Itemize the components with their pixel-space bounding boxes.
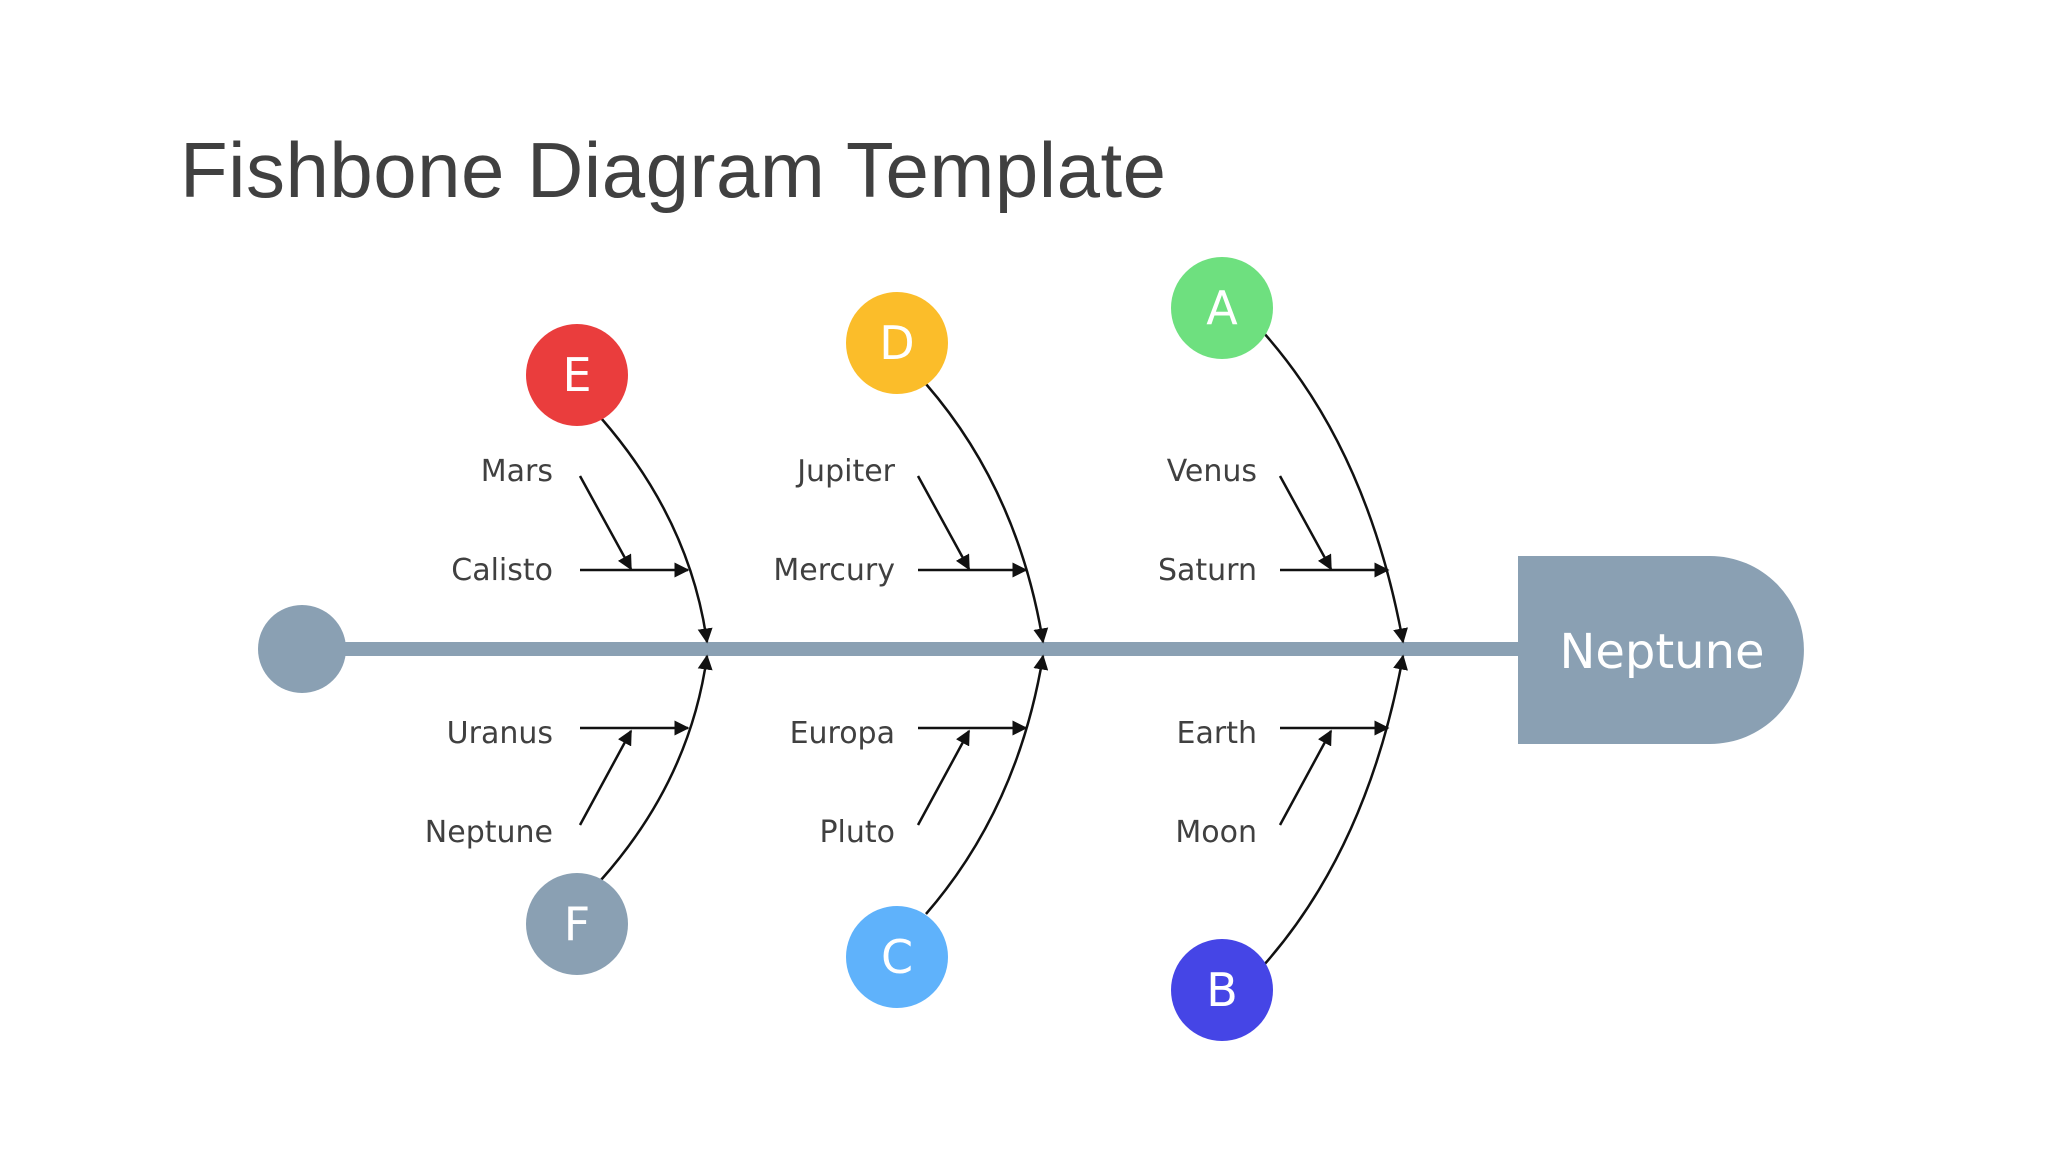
cause-label-pluto: Pluto bbox=[819, 815, 895, 850]
node-e-circle[interactable] bbox=[526, 324, 628, 426]
node-b-letter: B bbox=[1206, 963, 1238, 1017]
node-a[interactable]: A bbox=[1171, 257, 1273, 359]
cause-label-saturn: Saturn bbox=[1158, 553, 1257, 588]
node-c-circle[interactable] bbox=[846, 906, 948, 1008]
cause-arrow-mars bbox=[578, 475, 633, 571]
cause-label-jupiter: Jupiter bbox=[795, 454, 895, 489]
cause-arrow-pluto bbox=[916, 729, 971, 826]
bone-a bbox=[1262, 331, 1408, 644]
spine-line bbox=[300, 642, 1530, 656]
cause-arrow-neptune bbox=[578, 729, 633, 826]
cause-label-moon: Moon bbox=[1175, 815, 1257, 850]
node-e-letter: E bbox=[562, 348, 591, 402]
head-label: Neptune bbox=[1559, 624, 1764, 680]
node-b[interactable]: B bbox=[1171, 939, 1273, 1041]
tail-circle bbox=[258, 605, 346, 693]
cause-label-europa: Europa bbox=[790, 716, 895, 751]
cause-arrow-venus bbox=[1278, 475, 1333, 571]
node-a-letter: A bbox=[1206, 281, 1238, 335]
node-b-circle[interactable] bbox=[1171, 939, 1273, 1041]
node-f[interactable]: F bbox=[526, 873, 628, 975]
bone-c bbox=[925, 654, 1049, 915]
page-title: Fishbone Diagram Template bbox=[180, 126, 1167, 214]
cause-label-uranus: Uranus bbox=[447, 716, 553, 751]
cause-label-venus: Venus bbox=[1167, 454, 1257, 489]
node-f-letter: F bbox=[564, 897, 590, 951]
node-c-letter: C bbox=[881, 930, 913, 984]
cause-arrow-jupiter bbox=[916, 475, 971, 571]
node-a-circle[interactable] bbox=[1171, 257, 1273, 359]
node-e[interactable]: E bbox=[526, 324, 628, 426]
cause-label-mars: Mars bbox=[481, 454, 553, 489]
cause-label-neptune: Neptune bbox=[425, 815, 553, 850]
cause-label-mercury: Mercury bbox=[773, 553, 895, 588]
bone-b bbox=[1262, 654, 1408, 967]
node-d-circle[interactable] bbox=[846, 292, 948, 394]
cause-label-earth: Earth bbox=[1177, 716, 1257, 751]
bone-e bbox=[600, 417, 713, 644]
bone-f bbox=[600, 654, 713, 881]
cause-label-calisto: Calisto bbox=[451, 553, 553, 588]
node-f-circle[interactable] bbox=[526, 873, 628, 975]
head-shape[interactable] bbox=[1518, 556, 1804, 744]
node-d[interactable]: D bbox=[846, 292, 948, 394]
node-c[interactable]: C bbox=[846, 906, 948, 1008]
node-d-letter: D bbox=[879, 316, 914, 370]
bone-d bbox=[925, 383, 1049, 644]
cause-arrow-moon bbox=[1278, 729, 1333, 826]
